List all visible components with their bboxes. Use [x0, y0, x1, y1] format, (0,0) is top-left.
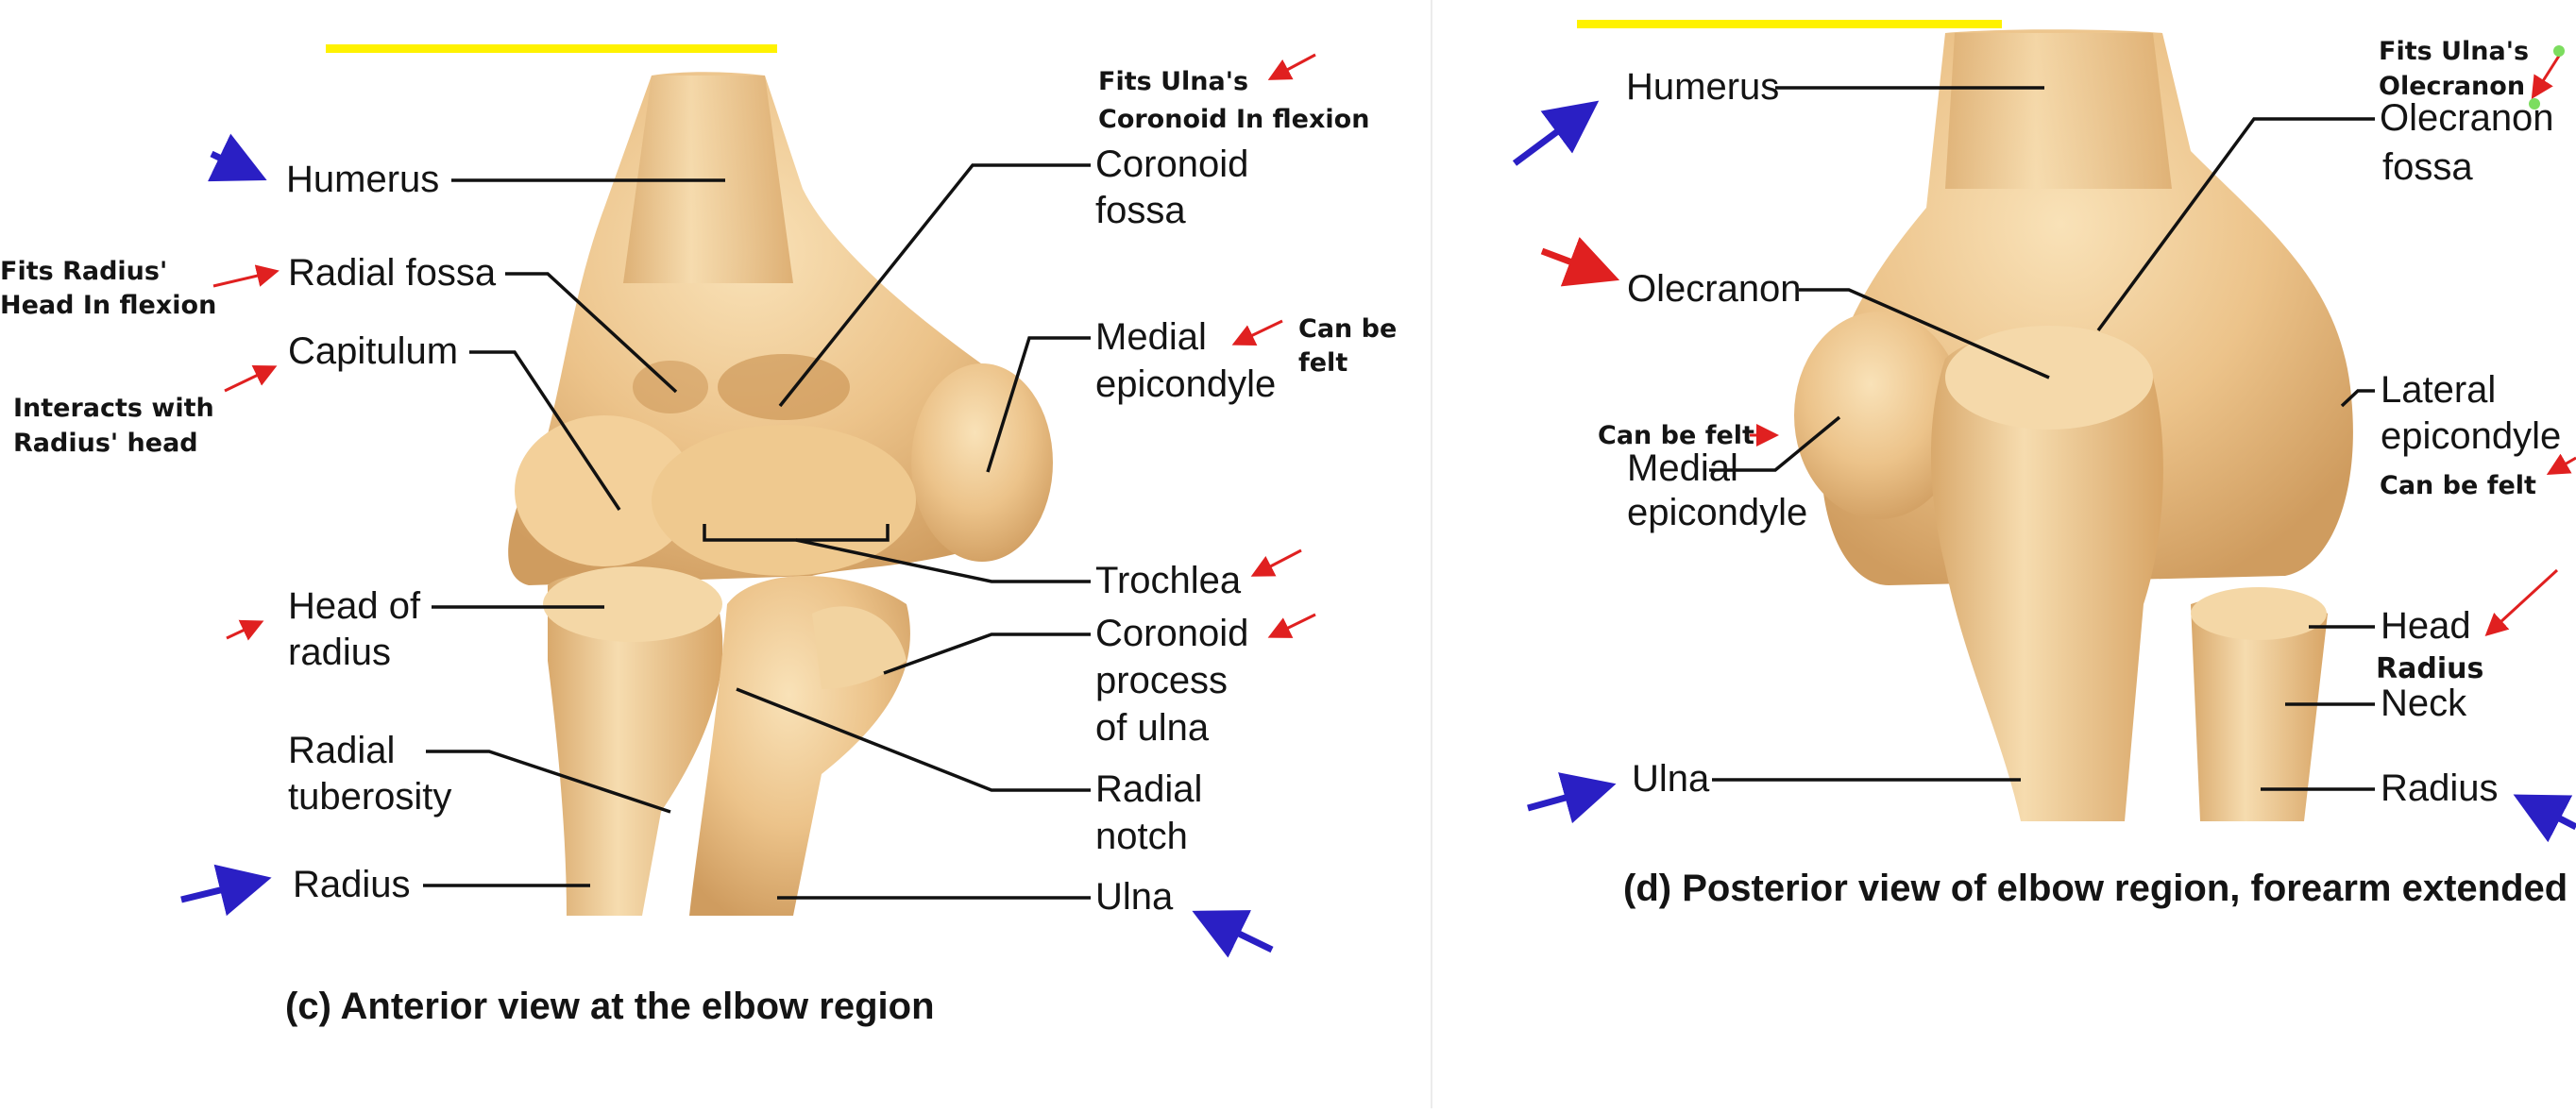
- label-radial-tuberosity-line1: Radial: [288, 730, 395, 771]
- note-post-fits-ulna-line2: Olecranon: [2379, 72, 2525, 101]
- red-arrow-coronoid-fossa: [1267, 53, 1316, 80]
- label-post-head: Head: [2381, 605, 2471, 647]
- anterior-highlight-bar: [326, 44, 777, 53]
- label-humerus: Humerus: [286, 159, 439, 200]
- red-arrow-lateral-epicondyle: [2546, 453, 2576, 475]
- posterior-caption: (d) Posterior view of elbow region, fore…: [1623, 868, 2568, 909]
- label-coronoid-process-line3: of ulna: [1095, 707, 1210, 749]
- anterior-caption: (c) Anterior view at the elbow region: [285, 986, 935, 1027]
- label-post-lateral-epicondyle-line1: Lateral: [2381, 369, 2496, 411]
- note-post-can-be-felt-right: Can be felt: [2380, 471, 2536, 500]
- note-fits-radius-line1: Fits Radius': [0, 257, 167, 286]
- label-trochlea: Trochlea: [1095, 560, 1242, 601]
- note-fits-ulna-line2: Coronoid In flexion: [1098, 105, 1369, 134]
- blue-arrow-humerus-anterior: [208, 133, 267, 182]
- label-radial-fossa: Radial fossa: [288, 252, 497, 294]
- posterior-leader-lines: [1709, 86, 2375, 791]
- label-medial-epicondyle-line1: Medial: [1095, 316, 1207, 358]
- red-arrow-head-radius: [2484, 568, 2559, 637]
- red-arrow-head-of-radius: [226, 619, 264, 641]
- posterior-arrows: [1512, 45, 2576, 843]
- label-post-olecranon: Olecranon: [1627, 268, 1802, 310]
- label-coronoid-fossa-line2: fossa: [1095, 190, 1186, 231]
- red-arrow-olecranon-fossa: [2531, 52, 2563, 100]
- note-interacts-line2: Radius' head: [13, 429, 198, 458]
- red-arrow-radial-fossa: [212, 264, 280, 288]
- red-arrow-olecranon: [1540, 236, 1620, 287]
- posterior-labels: Humerus Olecranon Medial epicondyle Ulna…: [1623, 66, 2568, 909]
- posterior-highlight-bar: [1577, 20, 2002, 28]
- label-radial-notch-line2: notch: [1095, 816, 1188, 857]
- label-head-of-radius-line1: Head of: [288, 585, 421, 627]
- selection-handle-bottom: [2529, 98, 2540, 110]
- blue-arrow-radius-anterior: [180, 864, 272, 917]
- label-post-ulna: Ulna: [1632, 758, 1710, 800]
- label-post-radius: Radius: [2381, 767, 2499, 809]
- label-post-medial-epicondyle-line2: epicondyle: [1627, 492, 1807, 533]
- label-coronoid-fossa-line1: Coronoid: [1095, 143, 1248, 185]
- red-arrow-trochlea: [1250, 548, 1302, 577]
- selection-handle-top: [2553, 45, 2565, 57]
- label-post-medial-epicondyle-line1: Medial: [1627, 447, 1738, 489]
- note-interacts-line1: Interacts with: [13, 394, 214, 423]
- label-head-of-radius-line2: radius: [288, 632, 391, 673]
- label-coronoid-process-line2: process: [1095, 660, 1228, 701]
- note-can-be-felt-line2: felt: [1298, 348, 1347, 378]
- note-can-be-felt-line1: Can be: [1298, 314, 1397, 344]
- note-post-fits-ulna-line1: Fits Ulna's: [2379, 37, 2529, 66]
- blue-arrow-radius-posterior: [2513, 794, 2576, 843]
- note-fits-ulna-line1: Fits Ulna's: [1098, 67, 1248, 96]
- label-post-neck: Neck: [2381, 683, 2467, 724]
- blue-arrow-humerus-posterior: [1512, 100, 1600, 166]
- label-radial-notch-line1: Radial: [1095, 768, 1202, 810]
- label-post-olecranon-fossa-line2: fossa: [2382, 146, 2473, 188]
- anterior-arrows: [180, 53, 1316, 958]
- note-fits-radius-line2: Head In flexion: [0, 291, 216, 320]
- label-post-olecranon-fossa-line1: Olecranon: [2380, 97, 2554, 139]
- label-medial-epicondyle-line2: epicondyle: [1095, 363, 1276, 405]
- label-post-humerus: Humerus: [1626, 66, 1779, 108]
- label-coronoid-process-line1: Coronoid: [1095, 613, 1248, 654]
- red-arrow-coronoid-process: [1267, 613, 1316, 638]
- anterior-leader-lines: [423, 163, 1091, 900]
- label-radial-tuberosity-line2: tuberosity: [288, 776, 451, 818]
- red-arrow-capitulum: [224, 364, 278, 393]
- blue-arrow-ulna-anterior: [1192, 910, 1274, 958]
- anterior-bone-illustration: [326, 44, 1053, 916]
- label-ulna: Ulna: [1095, 876, 1174, 918]
- label-capitulum: Capitulum: [288, 330, 458, 372]
- anterior-notes: Fits Radius' Head In flexion Interacts w…: [0, 67, 1397, 458]
- note-post-can-be-felt-left: Can be felt: [1598, 421, 1754, 450]
- label-post-lateral-epicondyle-line2: epicondyle: [2381, 415, 2561, 457]
- red-arrow-medial-epicondyle: [1231, 319, 1283, 346]
- blue-arrow-ulna-posterior: [1527, 772, 1617, 824]
- label-radius: Radius: [293, 864, 411, 905]
- note-post-radius-bracket: Radius: [2376, 652, 2483, 685]
- anterior-labels: Humerus Radial fossa Capitulum Head of r…: [285, 143, 1276, 1027]
- posterior-notes: Fits Ulna's Olecranon Can be felt Can be…: [1598, 37, 2536, 685]
